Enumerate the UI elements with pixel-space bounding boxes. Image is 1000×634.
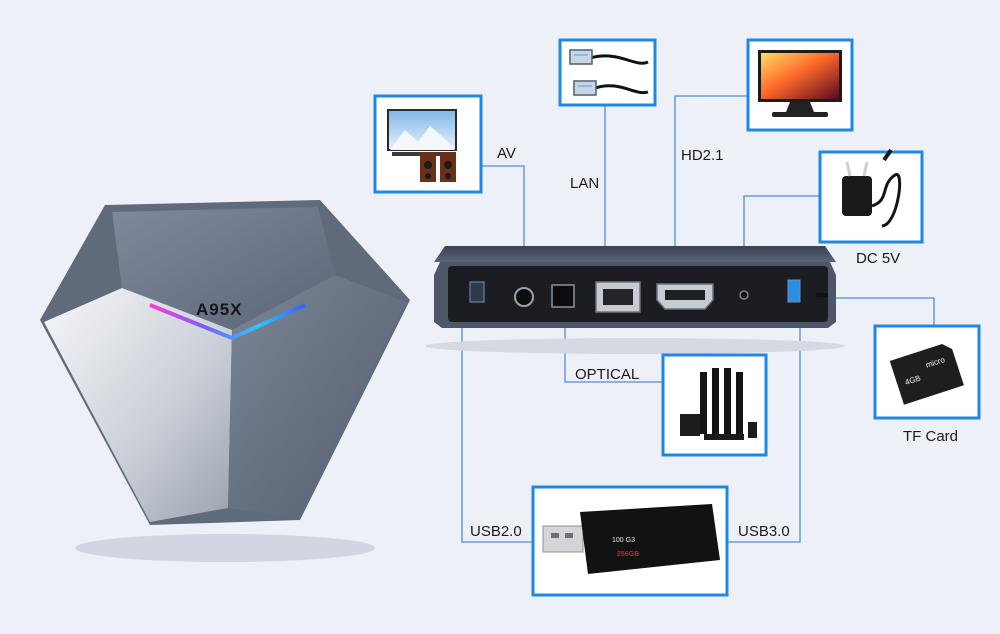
lan-cable-frame bbox=[558, 38, 657, 107]
av-tv-speakers-frame bbox=[373, 94, 483, 194]
dc-port bbox=[739, 290, 749, 300]
label-tf-card: TF Card bbox=[903, 428, 958, 445]
tf-card-frame: 4GB micro bbox=[873, 324, 981, 420]
dc-adapter-frame bbox=[818, 148, 924, 244]
label-dc: DC 5V bbox=[856, 250, 900, 267]
hdmi-monitor-frame bbox=[746, 38, 854, 132]
usb-drive-capacity-label: 256GB bbox=[617, 551, 639, 558]
usb3-port bbox=[787, 279, 801, 303]
tf-slot bbox=[816, 293, 828, 297]
usb-drive-model-label: 100 G3 bbox=[612, 537, 635, 544]
usb2-port bbox=[469, 281, 485, 303]
usb-drive-frame: 100 G3 256GB bbox=[531, 485, 729, 597]
label-lan: LAN bbox=[570, 175, 599, 192]
optical-speakers-frame bbox=[661, 353, 768, 457]
label-hdmi: HD2.1 bbox=[681, 147, 724, 164]
brand-logo: A95X bbox=[196, 300, 243, 319]
a95x-box-image: A95X bbox=[40, 200, 410, 562]
connector-lines bbox=[461, 95, 935, 543]
label-av: AV bbox=[497, 145, 516, 162]
label-optical: OPTICAL bbox=[575, 366, 639, 383]
port-panel-image bbox=[425, 246, 845, 354]
label-usb3: USB3.0 bbox=[738, 523, 790, 540]
label-usb2: USB2.0 bbox=[470, 523, 522, 540]
optical-port bbox=[551, 284, 575, 308]
av-port bbox=[514, 287, 534, 307]
